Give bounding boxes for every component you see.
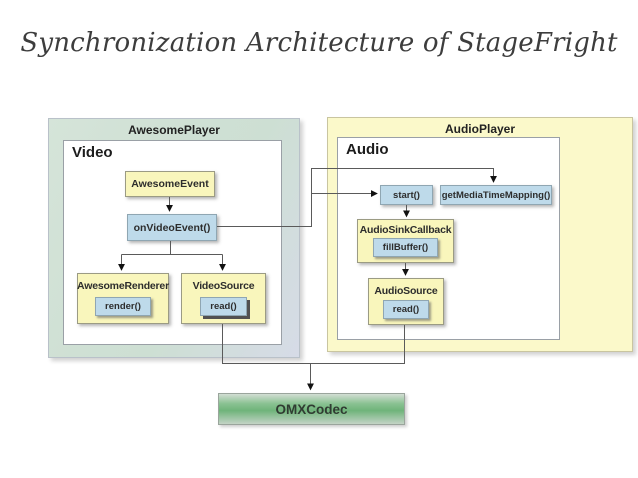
video-source-label: VideoSource [192,280,255,292]
fill-buffer-method-box: fillBuffer() [372,238,439,257]
get-media-time-mapping-label: getMediaTimeMapping() [441,189,551,201]
audio-sink-callback-box: AudioSinkCallback fillBuffer() [357,219,454,263]
awesome-event-box: AwesomeEvent [125,171,215,197]
get-media-time-mapping-box: getMediaTimeMapping() [440,185,552,205]
awesome-renderer-label: AwesomeRenderer [77,280,169,292]
video-read-method-box: read() [200,297,247,316]
start-box: start() [380,185,433,205]
slide-title: Synchronization Architecture of StageFri… [20,28,618,58]
audio-label: Audio [346,141,389,158]
video-source-box: VideoSource read() [181,273,266,324]
video-label: Video [72,144,113,161]
omx-codec-label: OMXCodec [275,401,348,417]
render-method-box: render() [95,297,151,316]
on-video-event-label: onVideoEvent() [133,221,211,234]
audio-read-method-box: read() [382,300,430,319]
audio-source-label: AudioSource [374,285,438,297]
awesome-player-label: AwesomePlayer [128,123,220,137]
audio-sink-callback-label: AudioSinkCallback [359,224,452,236]
audio-source-box: AudioSource read() [368,278,444,325]
omx-codec-box: OMXCodec [218,393,405,425]
start-label: start() [393,189,420,201]
on-video-event-box: onVideoEvent() [127,214,217,241]
awesome-event-label: AwesomeEvent [131,178,209,190]
audio-player-label: AudioPlayer [444,122,516,136]
awesome-renderer-box: AwesomeRenderer render() [77,273,169,324]
